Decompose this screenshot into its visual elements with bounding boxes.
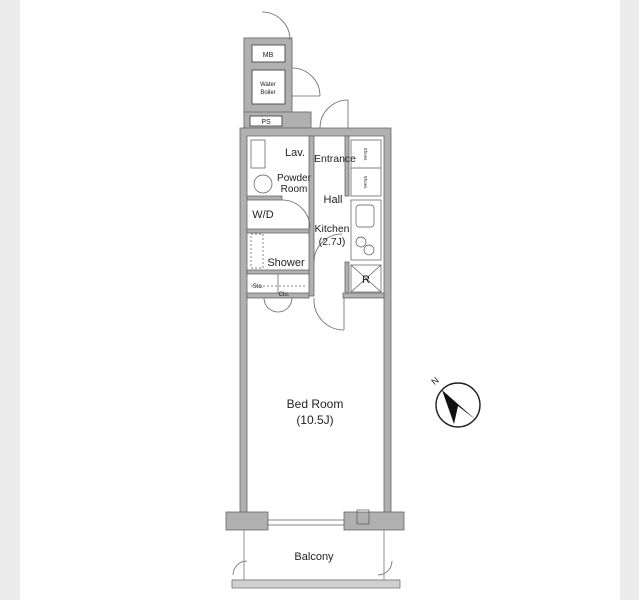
interior-walls [246,135,385,299]
compass-arrow-icon [442,390,476,424]
utility-column [243,37,312,129]
door-swings [232,11,393,576]
mb-label: MB [263,52,274,59]
powder-room-label-2: Room [281,184,308,195]
outer-walls [225,127,405,531]
wd-label: W/D [252,209,273,221]
shoes-label-top: Shoes [363,148,368,162]
kitchen-label: Kitchen [314,223,349,235]
balcony [231,530,401,589]
room-labels: MB Water Boiler PS Lav. Powder Room W/D … [252,52,370,563]
storage-label: Sto. [253,284,264,290]
compass: N [429,375,481,428]
fridge-label: R [362,274,370,286]
water-boiler-label-1: Water [260,82,276,88]
water-boiler-label-2: Boiler [260,90,275,96]
lav-label: Lav. [285,147,305,159]
entrance-label: Entrance [314,153,356,165]
shower-label: Shower [267,257,305,269]
hall-label: Hall [324,194,343,206]
shoes-label-bottom: Shoes [363,176,368,190]
fixtures [250,139,382,525]
powder-room-label-1: Powder [277,173,312,184]
bedroom-size-label: (10.5J) [296,413,333,427]
balcony-label: Balcony [294,551,334,563]
page-sheet [20,0,620,600]
compass-north-label: N [429,375,440,387]
bedroom-label: Bed Room [287,397,344,411]
ps-label: PS [261,119,271,126]
kitchen-size-label: (2.7J) [319,236,346,248]
closet-label: Clo. [279,292,290,298]
